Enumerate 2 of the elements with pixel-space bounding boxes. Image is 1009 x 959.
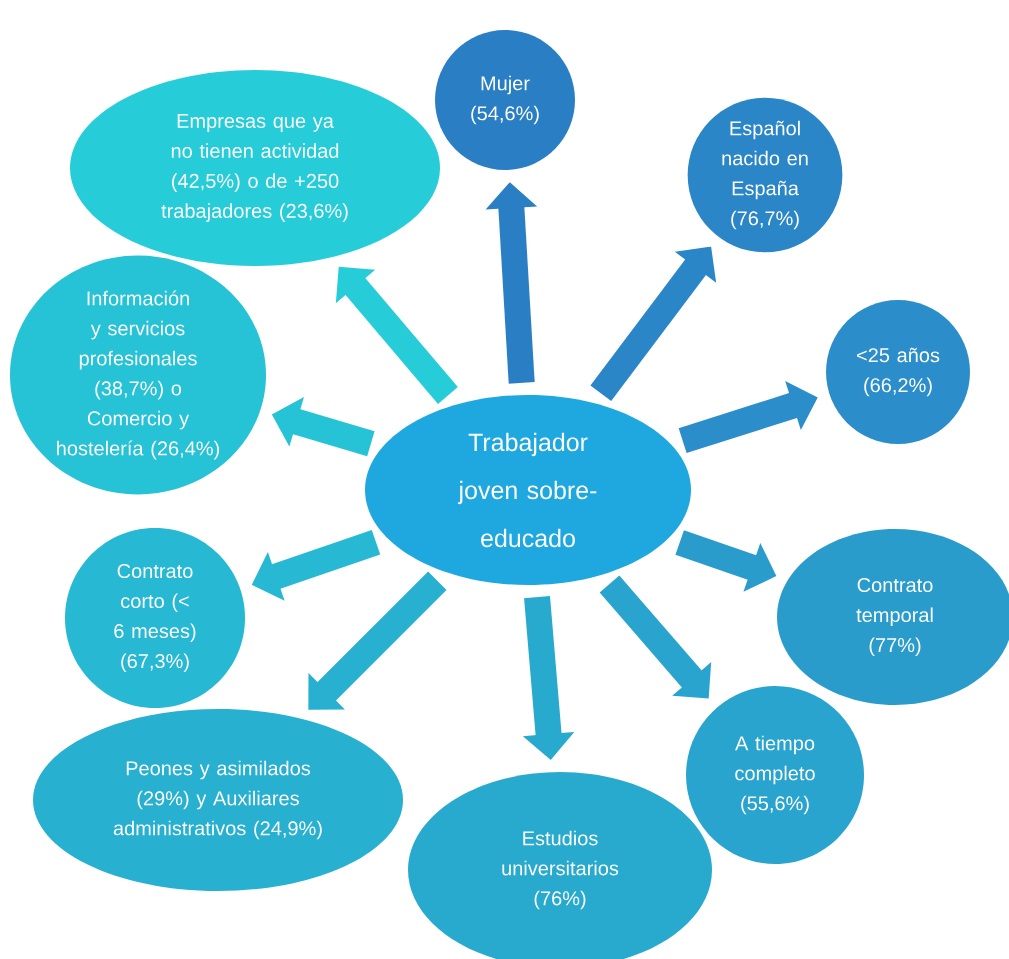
arrow — [308, 571, 447, 710]
arrow — [599, 575, 712, 699]
